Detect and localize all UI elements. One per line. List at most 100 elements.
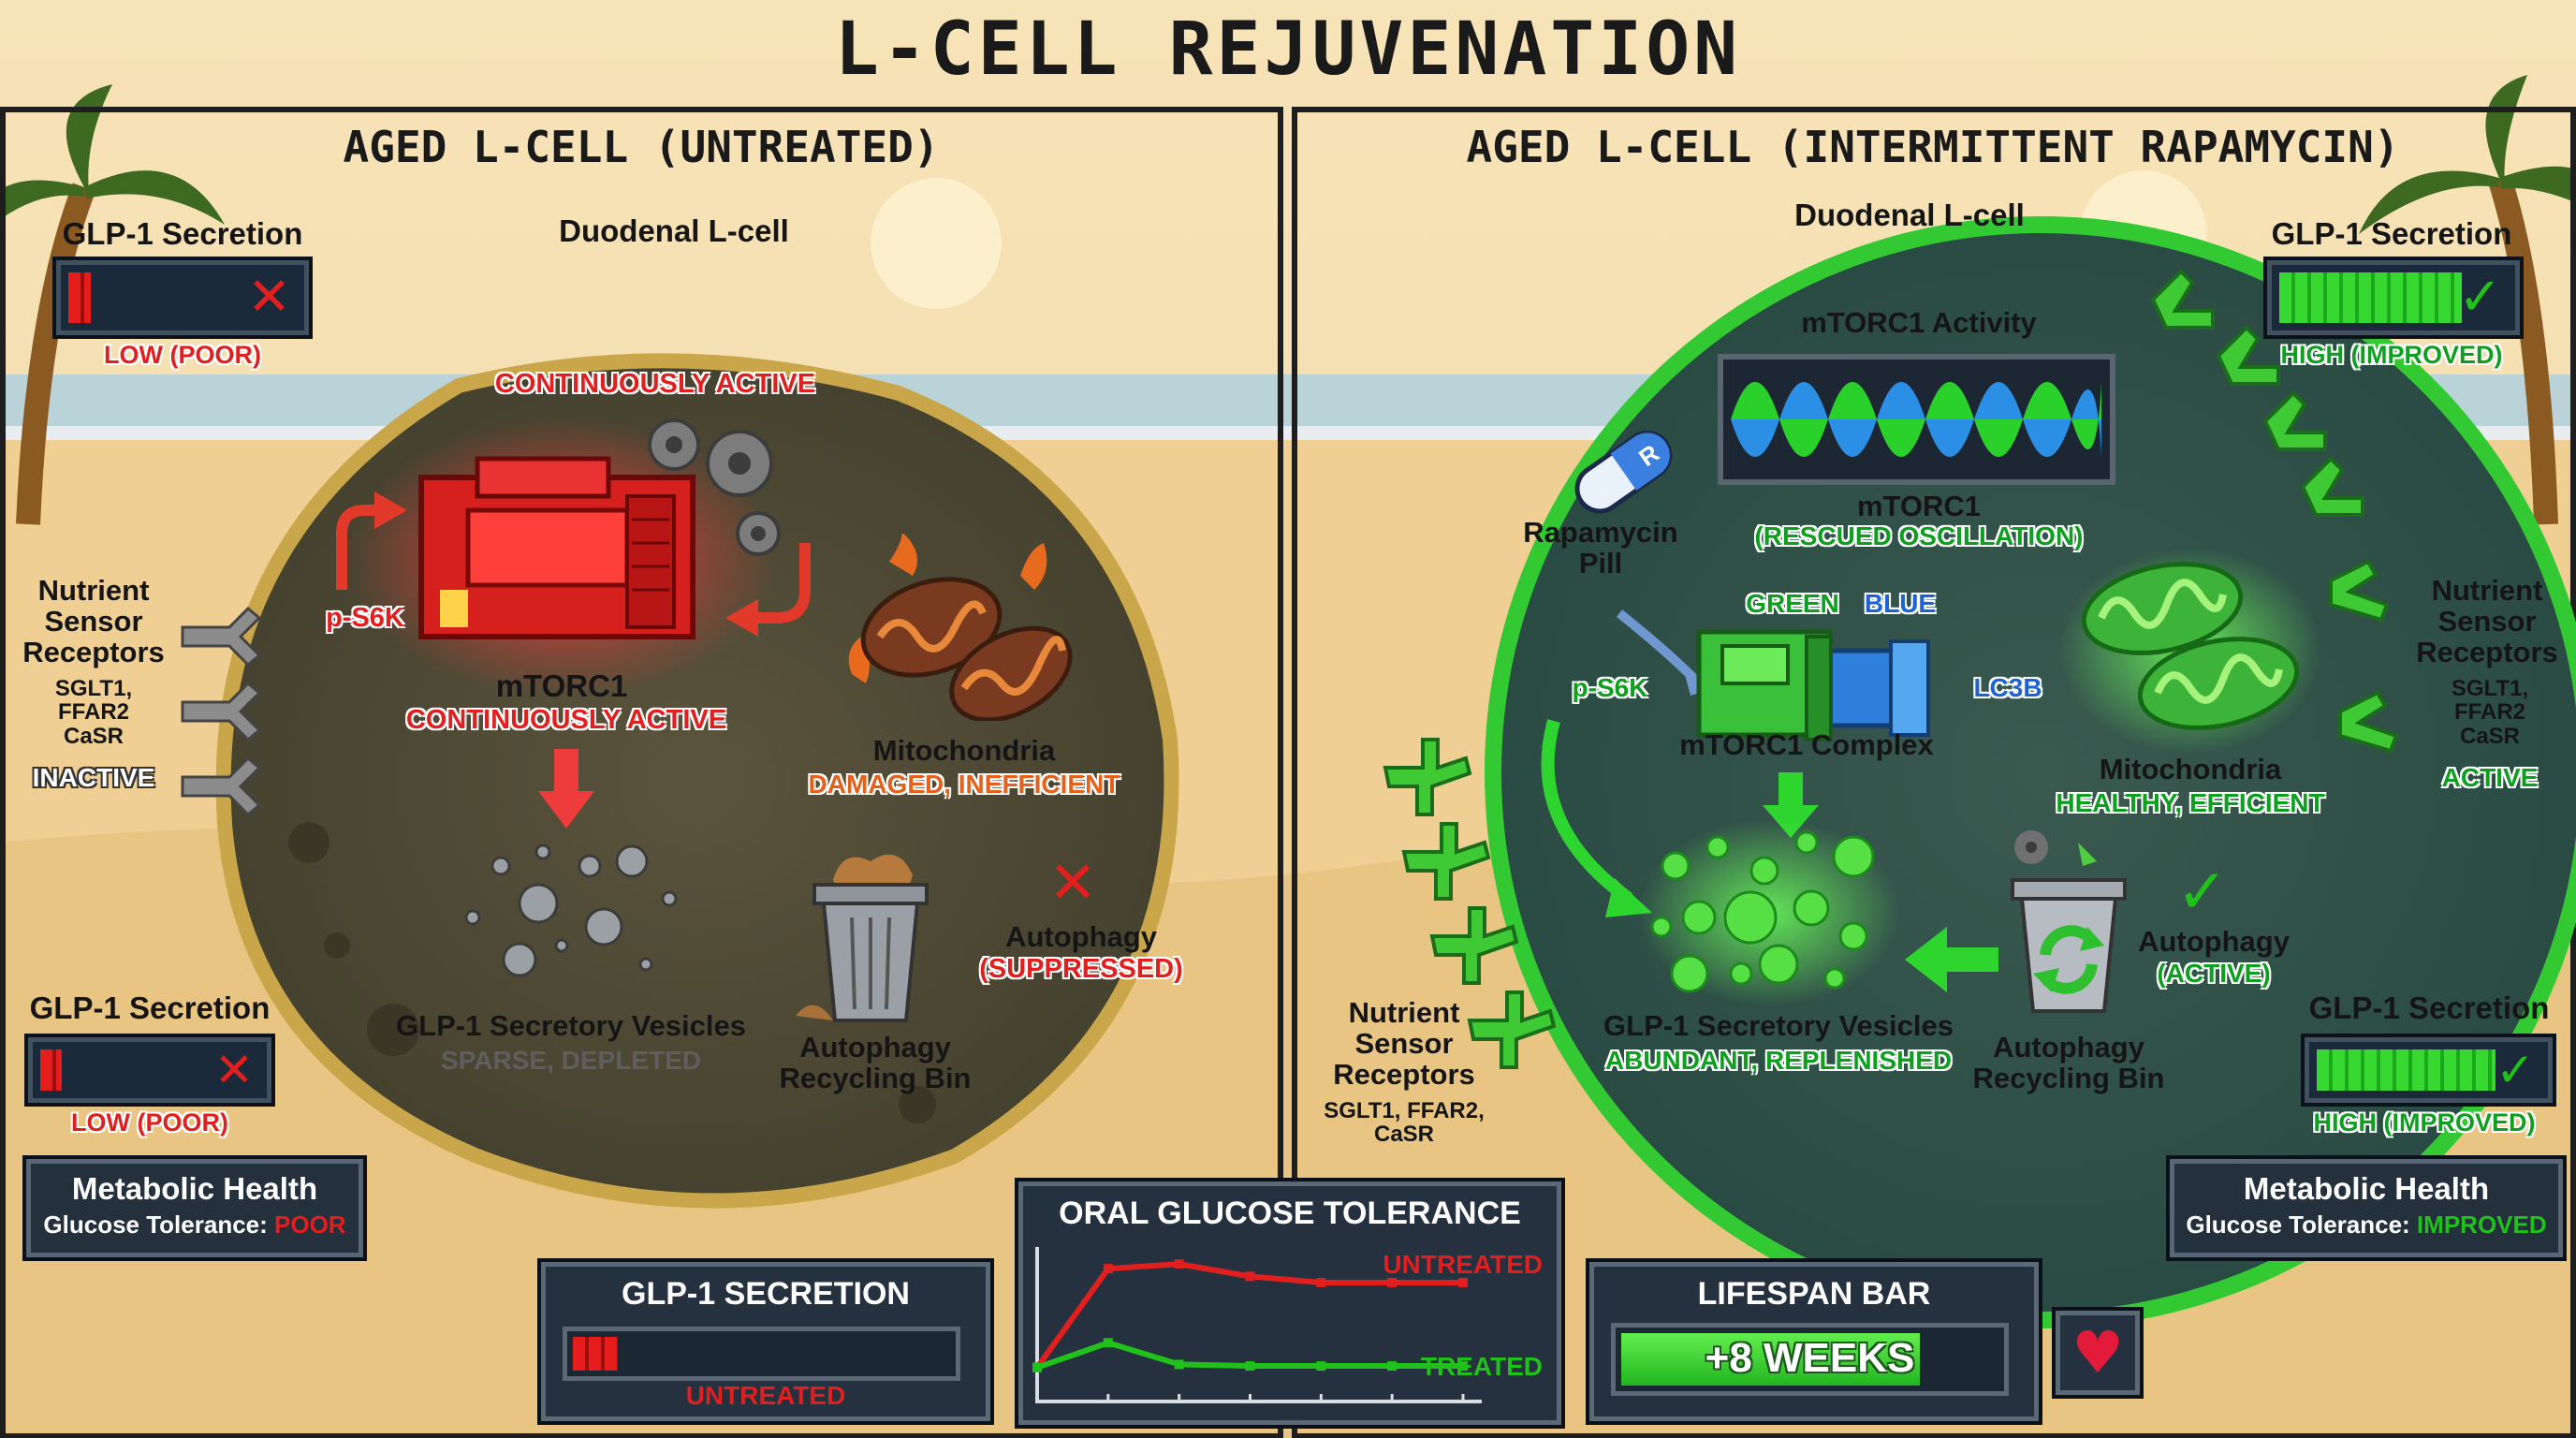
right-blue-tag: BLUE [1864,589,1937,618]
right-metabolic-prefix: Glucose Tolerance: [2186,1211,2410,1239]
data-point-treated [1387,1361,1398,1372]
data-point-untreated [1458,1277,1468,1287]
left-receptors-label: Nutrient Sensor Receptors [19,574,168,668]
heart-icon-box: ♥ [2056,1311,2140,1395]
x-mark-icon: ✕ [1048,848,1097,917]
data-point-untreated [1387,1277,1398,1287]
right-ps6k-label: p-S6K [1572,673,1648,702]
right-receptors-status: ACTIVE [2441,763,2539,792]
left-glp1-top-fill [68,272,91,323]
right-receptors-list: SGLT1, FFAR2 CaSR [2451,676,2529,749]
left-autophagy-status: (SUPPRESSED) [979,954,1183,984]
series-label-treated: TREATED [1421,1352,1543,1381]
right-glp1-bottom-label: GLP-1 Secretion [2308,990,2550,1025]
data-point-untreated [1316,1277,1326,1287]
heart-icon: ♥ [2071,1318,2124,1387]
check-mark-icon: ✓ [2458,267,2502,328]
right-cell-label: Duodenal L-cell [1794,198,2025,232]
glp1-secretion-meter [563,1327,960,1381]
glp1-secretion-status: UNTREATED [685,1381,846,1410]
left-metabolic-health-box: Metabolic Health Glucose Tolerance: POOR [26,1159,363,1257]
left-mtorc1-status: CONTINUOUSLY ACTIVE [405,705,727,735]
data-point-untreated [1103,1264,1113,1274]
right-autophagy-bin-label: Autophagy Recycling Bin [1972,1031,2165,1094]
arrow-left-icon [1905,927,1998,992]
gear-icon [2014,830,2048,864]
palm-tree-right [2359,75,2576,525]
left-receptors-label-text: Nutrient Sensor Receptors [22,574,165,668]
left-ps6k-label: p-S6K [326,603,404,633]
right-complex-label: mTORC1 Complex [1679,728,1934,761]
right-receptors-bottom-list: SGLT1, FFAR2, CaSR [1324,1098,1485,1148]
lifespan-title: LIFESPAN BAR [1697,1276,1931,1312]
check-mark-icon: ✓ [2176,856,2229,928]
rapamycin-pill-icon: R [1574,430,1673,514]
data-point-untreated [1174,1259,1184,1269]
left-metabolic-title: Metabolic Health [71,1171,318,1206]
left-glp1-top-status: LOW (POOR) [104,341,261,369]
right-vesicles-label: GLP-1 Secretory Vesicles [1603,1009,1954,1042]
left-mtorc1-label: mTORC1 [495,668,628,703]
lifespan-value: +8 WEEKS [1705,1335,1915,1381]
glucose-tolerance-chart: UNTREATED TREATED [1032,1247,1543,1403]
mtorc1-complex-engine [1616,609,1930,741]
abundant-vesicles [1638,819,1900,1006]
lifespan-meter: +8 WEEKS [1611,1323,2009,1396]
glp1-secretion-fill [573,1337,618,1371]
right-glp1-bottom-fill [2317,1049,2496,1091]
left-cell-label: Duodenal L-cell [559,213,789,248]
right-glp1-bottom-status: HIGH (IMPROVED) [2313,1108,2536,1137]
right-panel-title: AGED L-CELL (INTERMITTENT RAPAMYCIN) [1466,122,2400,172]
left-receptors-list: SGLT1, FFAR2 CaSR [54,676,133,749]
chart-title: ORAL GLUCOSE TOLERANCE [1059,1196,1521,1231]
right-activity-title: mTORC1 Activity [1801,306,2037,339]
right-autophagy-label: Autophagy [2138,925,2290,958]
data-point-treated [1103,1338,1113,1348]
right-mitochondria-status: HEALTHY, EFFICIENT [2056,788,2325,817]
right-glp1-bottom-meter: ✓ [2305,1037,2553,1103]
left-autophagy-label: Autophagy [1005,920,1157,953]
mtorc1-engine-active [336,417,811,697]
left-metabolic-prefix: Glucose Tolerance: [43,1211,268,1239]
right-green-tag: GREEN [1746,589,1839,618]
right-glp1-top-label: GLP-1 Secretion [2271,216,2512,251]
left-panel-title: AGED L-CELL (UNTREATED) [343,122,940,172]
check-mark-icon: ✓ [2496,1043,2535,1097]
right-receptors-bottom-label: Nutrient Sensor Receptors [1333,996,1475,1091]
data-point-treated [1316,1361,1326,1372]
right-metabolic-line: Glucose Tolerance: IMPROVED [2174,1211,2558,1240]
right-glp1-top-meter: ✓ [2267,260,2520,335]
right-receptors-label: Nutrient Sensor Receptors [2416,574,2558,668]
left-mitochondria-status: DAMAGED, INEFFICIENT [808,770,1120,799]
left-glp1-top-label: GLP-1 Secretion [62,216,303,251]
left-metabolic-line: Glucose Tolerance: POOR [31,1211,359,1240]
page-title: L-CELL REJUVENATION [834,7,1742,92]
active-receptor-icons [1383,269,2399,1069]
data-point-treated [1245,1361,1255,1372]
left-vesicles-label: GLP-1 Secretory Vesicles [396,1009,746,1042]
right-autophagy-status: (ACTIVE) [2157,959,2271,988]
right-glp1-top-fill [2279,272,2462,323]
x-mark-icon: ✕ [247,267,291,328]
left-metabolic-value: POOR [274,1211,346,1239]
right-mtorc1-label: mTORC1 [1856,490,1982,522]
flame-icon [848,534,1047,683]
x-mark-icon: ✕ [214,1043,254,1097]
right-vesicles-status: ABUNDANT, REPLENISHED [1604,1046,1953,1075]
mtorc1-oscillation-display [1718,354,2115,485]
right-metabolic-health-box: Metabolic Health Glucose Tolerance: IMPR… [2170,1159,2563,1257]
left-glp1-top-meter: ✕ [56,260,309,335]
glp1-secretion-title: GLP-1 SECRETION [622,1276,910,1312]
left-glp1-bottom-status: LOW (POOR) [71,1108,228,1137]
right-metabolic-value: IMPROVED [2416,1211,2547,1239]
right-mtorc1-status: (RESCUED OSCILLATION) [1754,521,2084,550]
series-label-untreated: UNTREATED [1383,1250,1543,1279]
right-pill-label: Rapamycin Pill [1523,516,1678,580]
right-mitochondria-label: Mitochondria [2099,753,2282,785]
data-point-untreated [1245,1271,1255,1282]
left-glp1-bottom-label: GLP-1 Secretion [29,990,271,1025]
damaged-mitochondria [848,534,1073,721]
data-point-treated [1458,1361,1468,1372]
data-point-treated [1174,1359,1184,1370]
